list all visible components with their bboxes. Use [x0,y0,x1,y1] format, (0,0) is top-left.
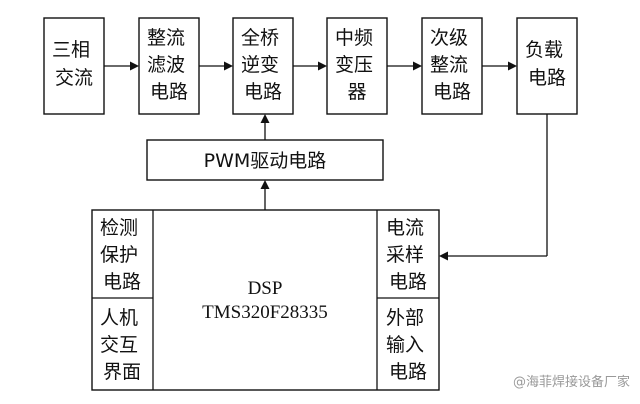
dsp-model: TMS320F28335 [202,302,328,323]
three-phase-ac-line-2: 交流 [55,67,93,89]
detect-protect-line-2: 保护 [100,244,138,266]
three-phase-ac-box [43,17,105,115]
arrow-pwm-to-inverter [260,114,270,140]
transformer-box [326,17,388,115]
arrow-inverter-to-transformer [293,61,327,71]
dsp-title: DSP [248,278,283,299]
arrow-rectifier-to-inverter [199,61,233,71]
external-input-line-2: 输入 [386,334,424,356]
detect-protect-line-3: 电路 [103,271,141,293]
transformer-line-2: 变压 [335,54,373,76]
detect-protect-line-1: 检测 [100,217,138,239]
watermark: @海菲焊接设备厂家 [513,374,630,390]
load-line-2: 电路 [528,67,566,89]
pwm-driver-label: PWM驱动电路 [204,150,327,172]
current-sampling-line-1: 电流 [386,217,424,239]
external-input-line-3: 电路 [389,361,427,383]
hmi-line-3: 界面 [103,361,141,383]
inverter-label: 全桥 逆变 电路 [241,27,285,103]
arrow-dsp-to-pwm [260,180,270,210]
inverter-line-1: 全桥 [241,27,279,49]
dsp-box [91,209,440,391]
inverter-line-3: 电路 [244,81,282,103]
secondary-rectifier-label: 次级 整流 电路 [430,27,474,103]
transformer-line-3: 器 [347,81,366,103]
secondary-rectifier-line-3: 电路 [433,81,471,103]
current-sampling-line-2: 采样 [386,244,424,266]
secondary-rectifier-line-1: 次级 [430,27,468,49]
three-phase-ac-line-1: 三相 [52,39,90,61]
current-sampling-line-3: 电路 [389,271,427,293]
three-phase-ac-label: 三相 交流 [52,39,96,89]
load-label: 负载 电路 [525,39,569,89]
rectifier-filter-line-1: 整流 [147,27,185,49]
hmi-label: 人机 交互 界面 [100,307,144,383]
arrow-secondary-to-load [482,61,517,71]
external-input-label: 外部 输入 电路 [386,307,430,383]
arrow-ac-to-rectifier [104,61,139,71]
hmi-line-1: 人机 [100,307,138,329]
rectifier-filter-line-3: 电路 [150,81,188,103]
current-sampling-label: 电流 采样 电路 [386,217,430,293]
inverter-line-2: 逆变 [241,54,279,76]
rectifier-filter-label: 整流 滤波 电路 [147,27,191,103]
arrow-load-to-current-sampling [439,114,548,261]
load-box [516,17,578,115]
hmi-line-2: 交互 [100,334,138,356]
secondary-rectifier-line-2: 整流 [430,54,468,76]
load-line-1: 负载 [525,39,563,61]
arrow-transformer-to-secondary [387,61,422,71]
rectifier-filter-box [138,17,200,115]
transformer-line-1: 中频 [335,27,373,49]
rectifier-filter-line-2: 滤波 [147,54,185,76]
detect-protect-label: 检测 保护 电路 [100,217,144,293]
external-input-line-1: 外部 [386,307,424,329]
transformer-label: 中频 变压 器 [335,27,379,103]
